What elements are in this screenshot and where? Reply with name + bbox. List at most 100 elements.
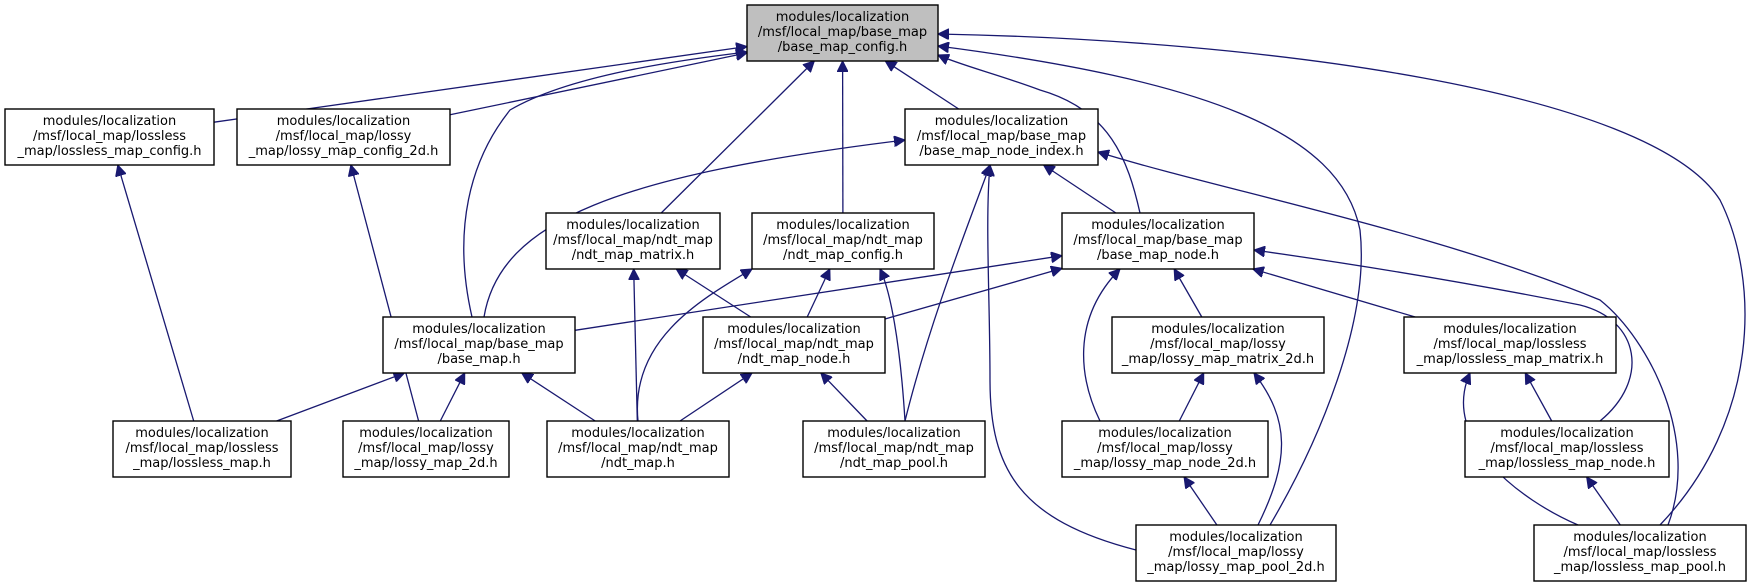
node-label-line: modules/localization	[776, 218, 909, 233]
node-label-line: /msf/local_map/lossy	[1097, 441, 1233, 456]
node-root[interactable]: modules/localization/msf/local_map/base_…	[746, 4, 939, 62]
node-box	[4, 108, 215, 166]
node-label-line: _map/lossy_map_2d.h	[353, 456, 497, 471]
node-label-line: modules/localization	[1098, 426, 1231, 441]
node-label-line: modules/localization	[1169, 530, 1302, 545]
node-label-line: /msf/local_map/ndt_map	[553, 233, 713, 248]
node-label-line: modules/localization	[412, 322, 545, 337]
node-label-line: /msf/local_map/base_map	[394, 337, 563, 352]
node-base-node[interactable]: modules/localization/msf/local_map/base_…	[1061, 212, 1255, 270]
node-box	[802, 420, 986, 478]
node-label-line: /msf/local_map/lossy	[1168, 545, 1304, 560]
node-label-line: /msf/local_map/base_map	[917, 129, 1086, 144]
node-label-line: /msf/local_map/lossless	[125, 441, 278, 456]
node-label-line: /ndt_map.h	[601, 456, 675, 471]
node-box	[1403, 316, 1617, 374]
edge-lossless-pool-to-root	[938, 34, 1746, 526]
node-ndt-map[interactable]: modules/localization/msf/local_map/ndt_m…	[546, 420, 730, 478]
edge-lossy-node-to-base-node	[1083, 269, 1120, 422]
node-label-line: /base_map_config.h	[778, 40, 907, 55]
node-box	[546, 420, 730, 478]
edge-lossless-node-to-lossless-matrix	[1525, 373, 1553, 422]
node-box	[1464, 420, 1670, 478]
node-box	[545, 212, 721, 270]
edge-base-map-to-root	[463, 52, 747, 318]
edge-ndt-matrix-to-root	[660, 61, 814, 214]
node-node-index[interactable]: modules/localization/msf/local_map/base_…	[904, 108, 1099, 166]
edge-lossy-pool-to-root	[938, 46, 1362, 526]
edge-ndt-pool-to-ndt-cfg	[880, 269, 906, 422]
node-base-map[interactable]: modules/localization/msf/local_map/base_…	[382, 316, 576, 374]
node-label-line: /msf/local_map/base_map	[1073, 233, 1242, 248]
node-ndt-node[interactable]: modules/localization/msf/local_map/ndt_m…	[702, 316, 886, 374]
node-lossy-node[interactable]: modules/localization/msf/local_map/lossy…	[1061, 420, 1269, 478]
edge-lossy-map-to-base-map	[439, 373, 466, 422]
node-label-line: _map/lossless_map_pool.h	[1553, 560, 1726, 575]
edge-ndt-map-to-ndt-matrix	[634, 269, 638, 422]
node-label-line: _map/lossy_map_matrix_2d.h	[1121, 352, 1314, 367]
edge-lossless-map-to-base-map	[276, 373, 405, 422]
node-box	[342, 420, 510, 478]
node-label-line: /msf/local_map/base_map	[758, 25, 927, 40]
node-box	[382, 316, 576, 374]
node-label-line: modules/localization	[43, 114, 176, 129]
node-label-line: /msf/local_map/lossless	[33, 129, 186, 144]
node-label-line: /msf/local_map/lossless	[1490, 441, 1643, 456]
node-ndt-cfg[interactable]: modules/localization/msf/local_map/ndt_m…	[751, 212, 935, 270]
node-lossy-pool[interactable]: modules/localization/msf/local_map/lossy…	[1135, 524, 1337, 582]
node-label-line: /ndt_map_config.h	[783, 248, 903, 263]
edge-base-map-to-base-node	[574, 256, 1062, 331]
node-label-line: _map/lossless_map_matrix.h	[1416, 352, 1604, 367]
node-ndt-matrix[interactable]: modules/localization/msf/local_map/ndt_m…	[545, 212, 721, 270]
edge-lossy-map-to-lossy-cfg	[351, 165, 420, 422]
edge-ndt-map-to-base-map	[522, 373, 596, 422]
node-label-line: /msf/local_map/ndt_map	[558, 441, 718, 456]
node-label-line: modules/localization	[566, 218, 699, 233]
node-box	[1533, 524, 1747, 582]
edge-lossless-pool-to-lossless-node	[1587, 477, 1621, 526]
edge-ndt-map-to-ndt-node	[679, 373, 752, 422]
node-box	[1061, 212, 1255, 270]
node-label-line: _map/lossy_map_node_2d.h	[1073, 456, 1256, 471]
edge-lossy-node-to-lossy-matrix	[1178, 373, 1205, 422]
edge-node-index-to-root	[885, 61, 960, 110]
node-label-line: modules/localization	[1443, 322, 1576, 337]
node-box	[746, 4, 939, 62]
node-label-line: modules/localization	[935, 114, 1068, 129]
node-label-line: modules/localization	[135, 426, 268, 441]
node-label-line: /ndt_map_matrix.h	[572, 248, 695, 263]
edge-lossy-pool-to-lossy-matrix	[1254, 373, 1283, 526]
node-label-line: /msf/local_map/lossy	[276, 129, 412, 144]
edge-ndt-pool-to-ndt-node	[821, 373, 868, 422]
node-label-line: modules/localization	[1091, 218, 1224, 233]
edge-base-map-to-node-index	[483, 140, 905, 318]
node-box	[1135, 524, 1337, 582]
node-box	[1061, 420, 1269, 478]
node-lossless-cfg[interactable]: modules/localization/msf/local_map/lossl…	[4, 108, 215, 166]
edge-ndt-node-to-base-node	[884, 268, 1062, 320]
node-lossless-matrix[interactable]: modules/localization/msf/local_map/lossl…	[1403, 316, 1617, 374]
node-lossy-map[interactable]: modules/localization/msf/local_map/lossy…	[342, 420, 510, 478]
node-label-line: _map/lossy_map_pool_2d.h	[1146, 560, 1325, 575]
node-lossy-matrix[interactable]: modules/localization/msf/local_map/lossy…	[1111, 316, 1325, 374]
node-box	[702, 316, 886, 374]
edge-lossless-node-to-base-node	[1254, 250, 1633, 422]
node-lossless-node[interactable]: modules/localization/msf/local_map/lossl…	[1464, 420, 1670, 478]
node-label-line: /msf/local_map/lossless	[1563, 545, 1716, 560]
node-lossless-pool[interactable]: modules/localization/msf/local_map/lossl…	[1533, 524, 1747, 582]
node-box	[904, 108, 1099, 166]
node-label-line: /msf/local_map/ndt_map	[763, 233, 923, 248]
node-lossless-map[interactable]: modules/localization/msf/local_map/lossl…	[112, 420, 292, 478]
node-ndt-pool[interactable]: modules/localization/msf/local_map/ndt_m…	[802, 420, 986, 478]
node-label-line: /msf/local_map/lossy	[1150, 337, 1286, 352]
node-label-line: modules/localization	[1500, 426, 1633, 441]
edge-ndt-pool-to-node-index	[904, 165, 990, 422]
edge-lossy-matrix-to-base-node	[1174, 269, 1203, 318]
node-label-line: _map/lossless_map_node.h	[1478, 456, 1656, 471]
node-label-line: modules/localization	[1573, 530, 1706, 545]
node-label-line: /base_map_node.h	[1097, 248, 1219, 263]
node-label-line: _map/lossy_map_config_2d.h	[248, 144, 439, 159]
edge-lossless-matrix-to-base-node	[1253, 269, 1416, 318]
node-lossy-cfg[interactable]: modules/localization/msf/local_map/lossy…	[236, 108, 451, 166]
